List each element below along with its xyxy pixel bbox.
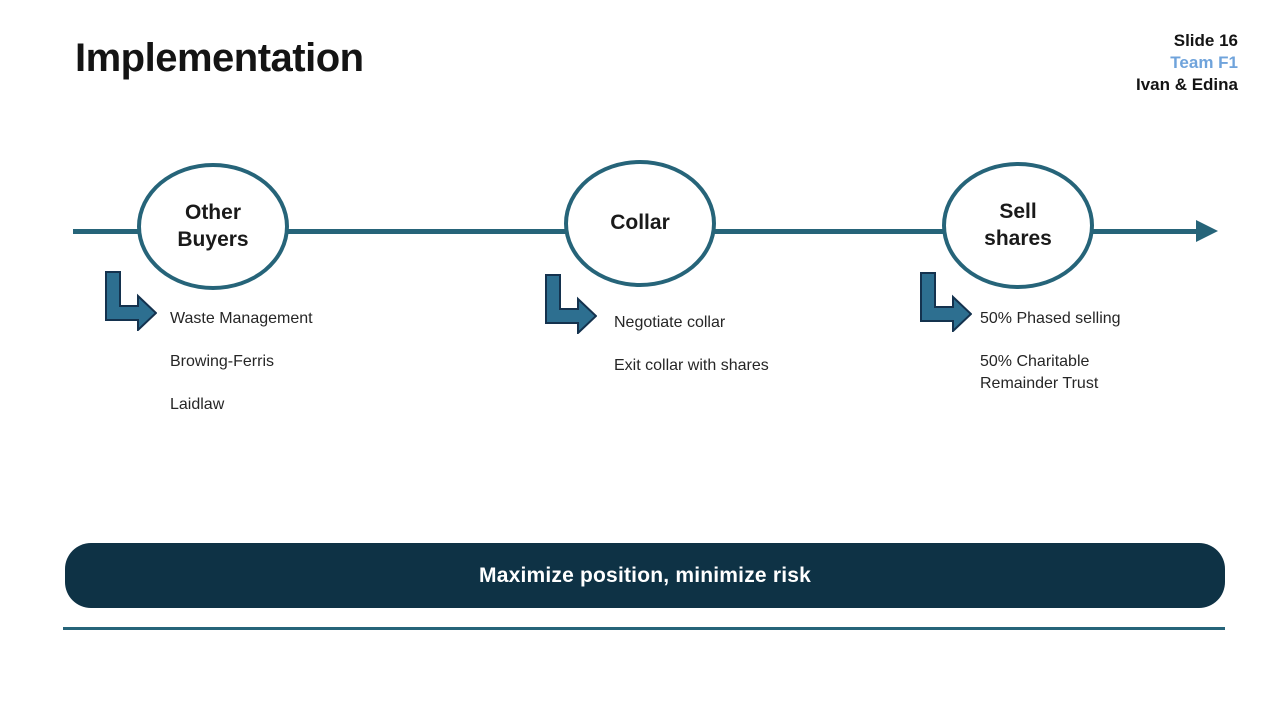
slide-meta: Slide 16 Team F1 Ivan & Edina [1136,30,1238,96]
stage-label: Other Buyers [177,201,249,251]
list-item: Negotiate collar [614,314,726,331]
timeline-arrowhead-icon [1196,220,1218,242]
list-item: Laidlaw [170,396,225,413]
authors: Ivan & Edina [1135,75,1238,94]
elbow-arrow-icon [920,272,972,332]
stage-items-collar: Negotiate collar Exit collar with shares [614,312,834,377]
stage-circle-collar: Collar [564,160,716,287]
page-title: Implementation [75,36,364,80]
stage-label: Sell shares [984,200,1052,250]
list-item: Waste Management [170,310,313,327]
list-item: Browing-Ferris [170,353,275,370]
stage-items-sell-shares: 50% Phased selling 50% Charitable Remain… [980,308,1152,395]
stage-circle-sell-shares: Sell shares [942,162,1094,289]
team-name: Team F1 [1170,53,1238,72]
banner-text: Maximize position, minimize risk [479,563,811,587]
stage-circle-other-buyers: Other Buyers [137,163,289,290]
list-item: 50% Phased selling [980,310,1121,327]
slide-number: Slide 16 [1173,31,1238,50]
list-item: 50% Charitable Remainder Trust [980,353,1099,392]
elbow-arrow-icon [545,274,597,334]
list-item: Exit collar with shares [614,357,769,374]
summary-banner: Maximize position, minimize risk [65,543,1225,608]
stage-label: Collar [610,211,670,235]
stage-items-other-buyers: Waste Management Browing-Ferris Laidlaw [170,308,370,416]
footer-divider [63,627,1225,630]
elbow-arrow-icon [105,271,157,331]
